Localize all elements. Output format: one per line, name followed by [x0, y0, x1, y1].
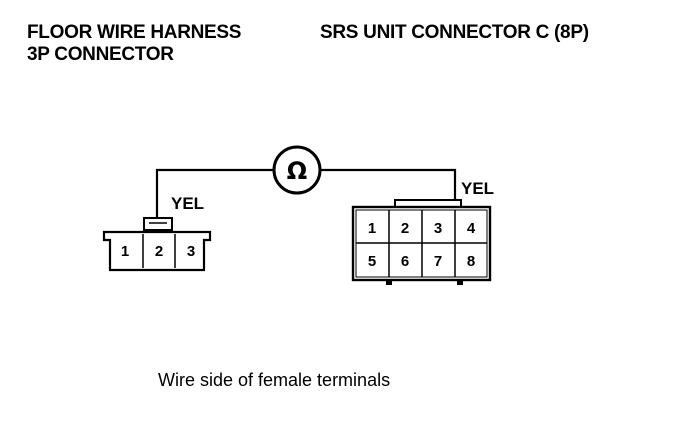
srs-unit-8p-connector: 1 2 3 4 5 6 7 8 [351, 199, 492, 285]
connector-3p-pin-1: 1 [121, 243, 129, 260]
connector-3p-housing [102, 230, 212, 272]
ohm-symbol-icon: Ω [287, 157, 307, 185]
connector-8p-pin-1: 1 [368, 220, 376, 237]
connector-8p-foot-right [457, 280, 463, 285]
right-wire-color-label: YEL [461, 179, 494, 198]
diagram-caption: Wire side of female terminals [158, 370, 390, 390]
left-test-lead [155, 168, 273, 218]
floor-harness-title-line2: 3P CONNECTOR [27, 44, 174, 65]
right-test-lead [321, 168, 457, 205]
ohmmeter: Ω [272, 145, 322, 195]
srs-connector-title: SRS UNIT CONNECTOR C (8P) [320, 22, 589, 43]
left-wire-color-label: YEL [171, 194, 204, 213]
connector-8p-pin-5: 5 [368, 253, 376, 270]
connector-8p-pin-7: 7 [434, 253, 442, 270]
connector-3p-pin-3: 3 [187, 243, 195, 260]
connector-8p-pin-6: 6 [401, 253, 409, 270]
connector-8p-foot-left [386, 280, 392, 285]
connector-8p-pin-3: 3 [434, 220, 442, 237]
floor-harness-title-line1: FLOOR WIRE HARNESS [27, 22, 241, 43]
floor-harness-3p-connector: 1 2 3 [102, 217, 212, 272]
connector-8p-pin-8: 8 [467, 253, 475, 270]
connector-8p-pin-4: 4 [467, 220, 476, 237]
connector-3p-terminal-tab [143, 217, 173, 231]
ohmmeter-circle [272, 145, 322, 195]
connector-3p-pin-2: 2 [155, 243, 163, 260]
connector-8p-pin-2: 2 [401, 220, 409, 237]
